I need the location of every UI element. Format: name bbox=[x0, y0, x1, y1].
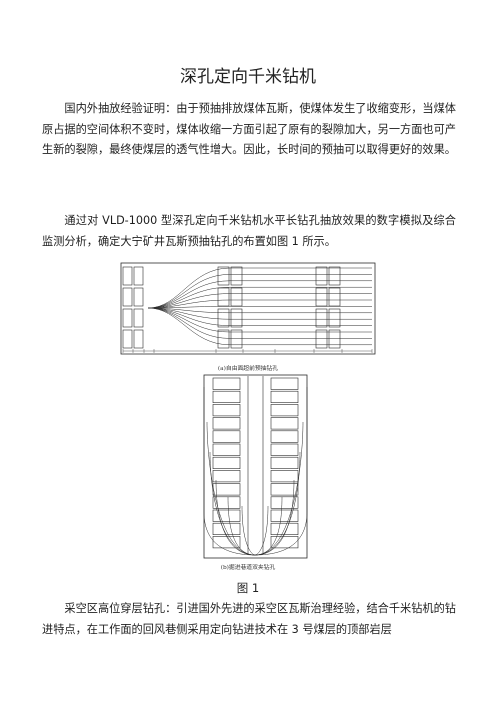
borehole-line bbox=[147, 274, 372, 309]
right-pillar bbox=[315, 329, 328, 349]
right-roadway-block bbox=[270, 417, 299, 430]
right-roadway-block bbox=[270, 496, 299, 509]
left-roadway-block bbox=[212, 522, 241, 536]
right-roadway-block bbox=[270, 443, 299, 456]
borehole-line bbox=[147, 267, 372, 309]
left-pillar bbox=[122, 308, 133, 328]
middle-pillar bbox=[230, 266, 243, 286]
right-pillar bbox=[315, 266, 328, 286]
borehole-line bbox=[147, 307, 372, 314]
right-roadway-block bbox=[270, 456, 299, 469]
right-pillar bbox=[328, 287, 341, 307]
right-roadway-block bbox=[270, 470, 299, 483]
middle-pillar bbox=[230, 308, 243, 328]
borehole-line bbox=[147, 307, 372, 346]
left-roadway-block bbox=[212, 404, 241, 417]
figure-drawing bbox=[120, 262, 376, 559]
left-pillar bbox=[122, 287, 133, 307]
right-roadway-block bbox=[270, 377, 299, 390]
middle-pillar bbox=[230, 287, 243, 307]
borehole-layout-figure: (a)自由面超前预抽钻孔 (b)掘进巷道双夹钻孔 bbox=[120, 262, 376, 578]
left-roadway-block bbox=[212, 483, 241, 496]
paragraph-drilling-layout: 通过对 VLD-1000 型深孔定向千米钻机水平长钻孔抽放效果的数字模拟及综合监… bbox=[42, 214, 456, 248]
middle-pillar bbox=[217, 308, 230, 328]
left-roadway-block bbox=[212, 470, 241, 483]
right-roadway-block bbox=[270, 430, 299, 443]
middle-pillar bbox=[230, 329, 243, 349]
right-roadway-block bbox=[270, 404, 299, 417]
left-roadway-block bbox=[212, 377, 241, 390]
middle-pillar bbox=[217, 329, 230, 349]
figure-a-caption: (a)自由面超前预抽钻孔 bbox=[217, 366, 279, 372]
left-pillar bbox=[133, 266, 144, 286]
figure-b-drilling-diagram bbox=[203, 374, 308, 559]
figure-label: 图 1 bbox=[236, 581, 260, 595]
paragraph-goaf-drilling: 采空区高位穿层钻孔：引进国外先进的采空区瓦斯治理经验，结合千米钻机的钻进特点，在… bbox=[42, 602, 456, 636]
figure-b-caption: (b)掘进巷道双夹钻孔 bbox=[220, 565, 276, 571]
figure-a-drilling-diagram bbox=[120, 262, 376, 355]
borehole-line bbox=[147, 286, 372, 309]
page-title: 深孔定向千米钻机 bbox=[180, 67, 316, 87]
left-roadway-block bbox=[212, 390, 241, 403]
left-roadway-block bbox=[212, 443, 241, 456]
left-roadway-block bbox=[212, 496, 241, 509]
middle-pillar bbox=[217, 266, 230, 286]
borehole-curve bbox=[241, 505, 256, 556]
left-roadway-block bbox=[212, 430, 241, 443]
left-roadway-block bbox=[212, 509, 241, 522]
borehole-curve bbox=[254, 505, 269, 556]
borehole-line bbox=[147, 280, 372, 309]
right-pillar bbox=[315, 287, 328, 307]
right-roadway-block bbox=[270, 509, 299, 522]
right-pillar bbox=[328, 266, 341, 286]
borehole-curve bbox=[254, 479, 295, 556]
left-pillar bbox=[133, 329, 144, 349]
right-pillar bbox=[328, 308, 341, 328]
left-pillar bbox=[133, 308, 144, 328]
right-roadway-block bbox=[270, 483, 299, 496]
right-pillar bbox=[315, 308, 328, 328]
right-roadway-block bbox=[270, 536, 299, 549]
borehole-line bbox=[147, 306, 372, 309]
left-pillar bbox=[122, 329, 133, 349]
right-pillar bbox=[328, 329, 341, 349]
left-roadway-block bbox=[212, 456, 241, 469]
middle-pillar bbox=[217, 287, 230, 307]
left-roadway-block bbox=[212, 417, 241, 430]
paragraph-gas-drainage: 国内外抽放经验证明：由于预抽排放煤体瓦斯，使煤体发生了收缩变形，当煤体原占据的空… bbox=[42, 102, 456, 156]
left-pillar bbox=[122, 266, 133, 286]
borehole-curve bbox=[215, 479, 256, 556]
left-roadway-block bbox=[212, 536, 241, 549]
left-pillar bbox=[133, 287, 144, 307]
right-roadway-block bbox=[270, 390, 299, 403]
